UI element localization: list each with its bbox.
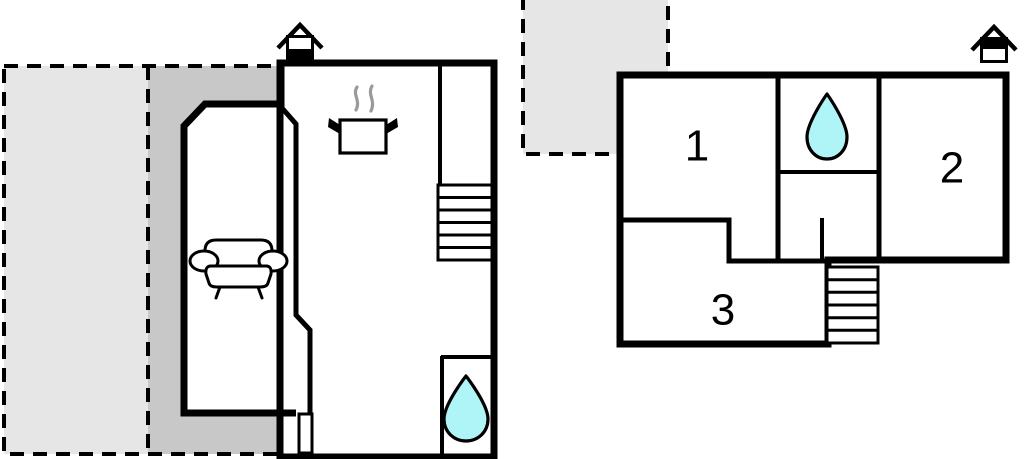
house-window xyxy=(983,49,1005,60)
sofa-leg-left xyxy=(214,285,222,300)
cooking-pot-icon xyxy=(328,84,398,155)
door-leaf xyxy=(297,412,314,455)
water-drop-icon xyxy=(442,374,490,443)
upper-floor-interior-fill xyxy=(620,75,1006,344)
steam-left xyxy=(353,85,360,112)
ground-floor-plan xyxy=(2,21,498,459)
pot-body xyxy=(338,118,388,155)
water-drop-shape xyxy=(805,92,849,161)
sofa-seat xyxy=(204,264,273,289)
door-icon xyxy=(297,412,314,455)
house-window xyxy=(289,38,311,49)
partition-room3-top xyxy=(622,217,832,264)
pot-handle-right xyxy=(386,118,398,134)
house-roof-outline xyxy=(970,23,1018,52)
water-drop-shape xyxy=(442,374,490,443)
sofa-leg-right xyxy=(256,285,264,300)
stairs-icon xyxy=(825,265,880,345)
upper-floor-plan: 1 2 3 xyxy=(521,0,1018,348)
house-roof-outline xyxy=(276,21,324,50)
attic-house-icon xyxy=(276,21,324,61)
room-label-1: 1 xyxy=(685,122,709,171)
balcony-terrace-dashed-outline xyxy=(521,0,670,156)
living-room-wall xyxy=(180,65,296,417)
ground-floor-outer-wall xyxy=(276,59,498,459)
sofa-icon xyxy=(188,238,289,300)
pot-handle-left xyxy=(328,118,340,134)
stairs-icon xyxy=(436,183,494,262)
living-room-partition xyxy=(280,106,313,413)
outer-terrace-fill xyxy=(4,66,148,454)
steam-right xyxy=(368,84,375,113)
water-drop-icon xyxy=(805,92,849,161)
room-label-2: 2 xyxy=(940,144,964,193)
attic-house-icon xyxy=(970,23,1018,63)
room-label-3: 3 xyxy=(711,286,735,335)
